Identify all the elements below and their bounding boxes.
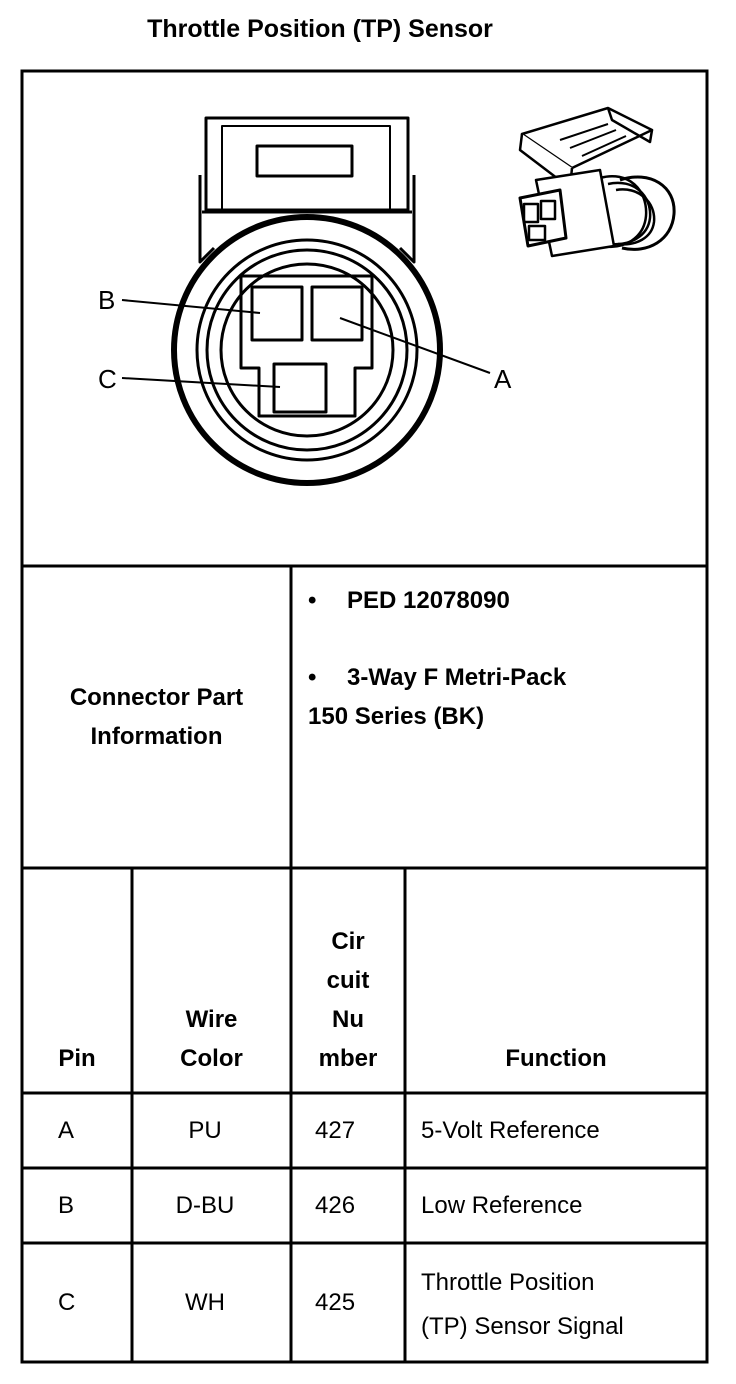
- header-wire-color-line2: Color: [180, 1045, 243, 1072]
- header-circuit-line2: cuit: [326, 967, 370, 994]
- row-b-circuit: 426: [315, 1192, 356, 1219]
- row-c-pin: C: [58, 1289, 76, 1316]
- ring-3-iso: [615, 188, 656, 246]
- header-wire-color: Wire Color: [132, 1000, 291, 1078]
- row-c-circuit: 425: [315, 1289, 356, 1316]
- row-b-function: Low Reference: [421, 1192, 583, 1219]
- latch-side: [606, 107, 654, 144]
- row-b-wire-color: D-BU: [175, 1192, 235, 1219]
- connector-info-label: Connector Part Information: [22, 678, 291, 756]
- housing-side: [198, 175, 416, 264]
- cavity-outline: [239, 274, 374, 418]
- ring-2: [195, 238, 419, 462]
- inner-ring: [219, 262, 395, 438]
- bullet-2: •: [308, 664, 317, 691]
- terminal-a: [310, 285, 364, 342]
- iso-terminal-1: [522, 202, 540, 224]
- outer-ring: [171, 214, 443, 486]
- iso-terminal-3: [527, 224, 547, 242]
- pin-label-a: A: [494, 364, 512, 394]
- header-pin: Pin: [58, 1045, 96, 1072]
- pin-label-b: B: [98, 285, 116, 315]
- row-a-pin: A: [58, 1117, 75, 1144]
- latch-ribs: [559, 123, 627, 157]
- leader-c: [121, 377, 281, 388]
- table-border: [20, 69, 709, 1364]
- body-round: [619, 175, 676, 251]
- row-c-function-line2: (TP) Sensor Signal: [421, 1313, 624, 1340]
- iso-terminal-2: [539, 199, 557, 221]
- terminal-b: [250, 285, 304, 342]
- row-a-circuit: 427: [315, 1117, 356, 1144]
- row-c-function: Throttle Position (TP) Sensor Signal: [421, 1261, 624, 1349]
- header-circuit-number: Cir cuit Nu mber: [291, 922, 405, 1078]
- pin-label-c: C: [98, 364, 117, 394]
- page-title: Throttle Position (TP) Sensor: [147, 15, 493, 43]
- connector-info-label-line2: Information: [90, 723, 223, 750]
- part-number: PED 12078090: [347, 587, 510, 614]
- bullet-1: •: [308, 587, 317, 614]
- ring-3: [205, 248, 409, 452]
- header-function: Function: [505, 1045, 607, 1072]
- header-circuit-line3: Nu: [332, 1006, 364, 1033]
- row-c-function-line1: Throttle Position: [421, 1269, 595, 1296]
- header-circuit-line1: Cir: [331, 928, 365, 955]
- latch-window: [255, 144, 354, 178]
- connector-info-label-line1: Connector Part: [69, 684, 244, 711]
- housing-top-inner: [221, 125, 391, 211]
- header-wire-color-line1: Wire: [185, 1006, 238, 1033]
- header-circuit-line4: mber: [318, 1045, 378, 1072]
- row-a-function: 5-Volt Reference: [421, 1117, 600, 1144]
- row-a-wire-color: PU: [188, 1117, 222, 1144]
- connector-type-line1: 3-Way F Metri-Pack: [347, 664, 567, 691]
- row-c-wire-color: WH: [185, 1289, 225, 1316]
- terminal-c: [272, 362, 328, 414]
- leader-b: [121, 299, 261, 314]
- connector-type-line2: 150 Series (BK): [308, 703, 485, 730]
- ring-2-iso: [607, 181, 652, 246]
- leader-a: [339, 317, 491, 374]
- row-b-pin: B: [58, 1192, 75, 1219]
